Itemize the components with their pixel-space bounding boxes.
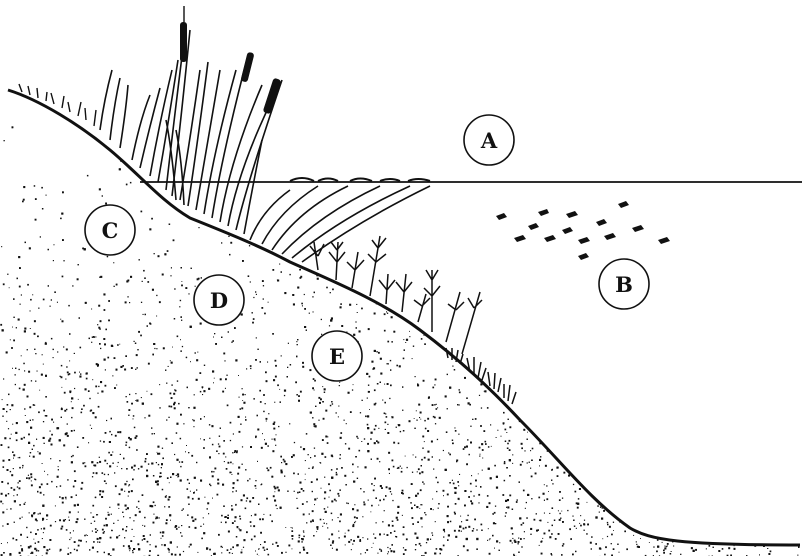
floating-leaved-plants [250, 186, 430, 262]
zone-label-e: E [312, 331, 362, 381]
zone-label-c: C [85, 205, 135, 255]
emergent-reeds [100, 30, 282, 234]
zone-label-a: A [464, 115, 514, 165]
svg-text:C: C [102, 218, 119, 243]
shoreline-profile [8, 90, 800, 545]
duckweed-marks [496, 201, 670, 260]
bottom-rosette-plants [446, 348, 516, 404]
sediment-stipple [0, 101, 802, 556]
svg-text:E: E [329, 344, 345, 369]
floating-leaves [290, 178, 430, 181]
zone-label-b: B [599, 259, 649, 309]
upland-grass [19, 84, 96, 126]
svg-text:B: B [615, 272, 633, 297]
zone-label-d: D [194, 275, 244, 325]
svg-text:D: D [210, 288, 228, 313]
svg-text:A: A [480, 128, 498, 153]
